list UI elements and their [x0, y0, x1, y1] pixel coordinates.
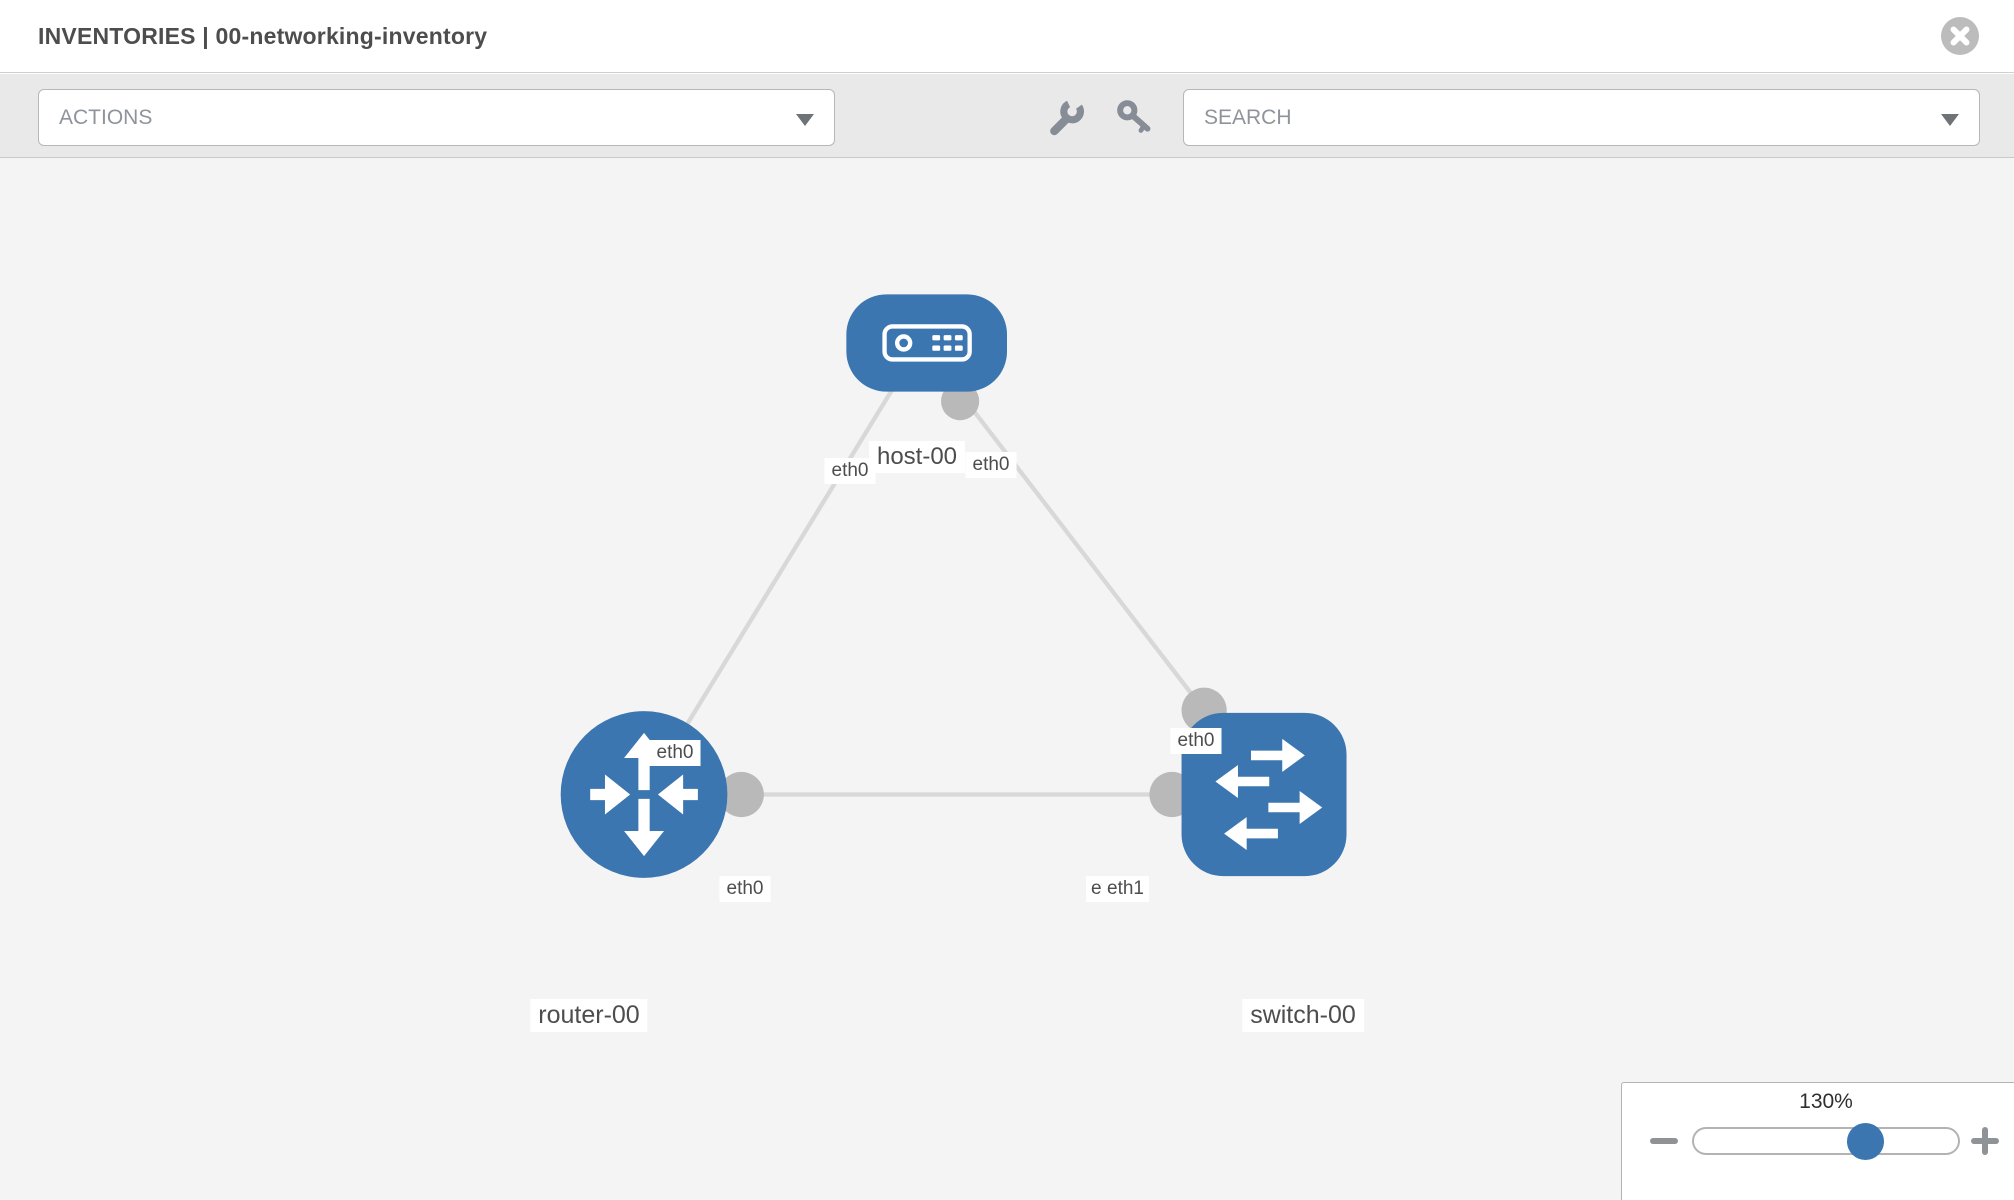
zoom-slider-thumb[interactable] [1847, 1123, 1884, 1160]
search-dropdown-label: SEARCH [1204, 105, 1292, 129]
topology-graph [560, 294, 1347, 878]
iface-label-host-right: eth0 [965, 452, 1017, 478]
page-title: INVENTORIES | 00-networking-inventory [38, 23, 488, 49]
link-host-switch[interactable] [955, 388, 1206, 712]
node-label-switch: switch-00 [1242, 999, 1364, 1032]
node-router-00[interactable] [560, 711, 728, 878]
caret-down-icon [1941, 114, 1959, 126]
header: INVENTORIES | 00-networking-inventory [0, 0, 2014, 73]
zoom-out-icon [1650, 1138, 1678, 1144]
switch-arrows-icon [1215, 738, 1323, 851]
iface-label-host-left: eth0 [824, 458, 876, 484]
zoom-level-value: 130% [1799, 1090, 1853, 1113]
server-icon [882, 324, 972, 362]
credentials-button[interactable] [1116, 99, 1154, 137]
iface-label-router-to-switch: eth0 [719, 876, 771, 902]
configure-button[interactable] [1046, 99, 1084, 137]
close-button[interactable] [1941, 17, 1979, 55]
close-icon [1950, 26, 1970, 46]
iface-label-router-uplink: eth0 [649, 740, 701, 766]
zoom-in-button[interactable] [1970, 1126, 2000, 1156]
node-switch-00[interactable] [1181, 712, 1347, 877]
toolbar: ACTIONS SEARCH [0, 74, 2014, 158]
zoom-in-icon [1971, 1127, 1999, 1155]
actions-dropdown-label: ACTIONS [59, 105, 153, 129]
topology-canvas[interactable]: host-00 eth0 eth0 eth0 eth0 eth0 eth0 et… [0, 158, 2014, 1200]
zoom-out-button[interactable] [1649, 1126, 1679, 1156]
search-dropdown[interactable]: SEARCH [1183, 89, 1980, 146]
caret-down-icon [796, 114, 814, 126]
wrench-icon [1050, 99, 1084, 136]
zoom-control-panel: 130% [1621, 1082, 2014, 1200]
node-host-00[interactable] [846, 294, 1007, 392]
actions-dropdown[interactable]: ACTIONS [38, 89, 835, 146]
iface-label-switch-uplink: eth0 [1170, 728, 1222, 754]
key-icon [1117, 100, 1151, 133]
iface-label-switch-to-router: eth1 [1102, 876, 1149, 902]
zoom-slider-track[interactable] [1692, 1123, 1960, 1160]
node-label-host: host-00 [868, 441, 966, 473]
node-label-router: router-00 [530, 999, 648, 1032]
connector-router [718, 771, 764, 818]
